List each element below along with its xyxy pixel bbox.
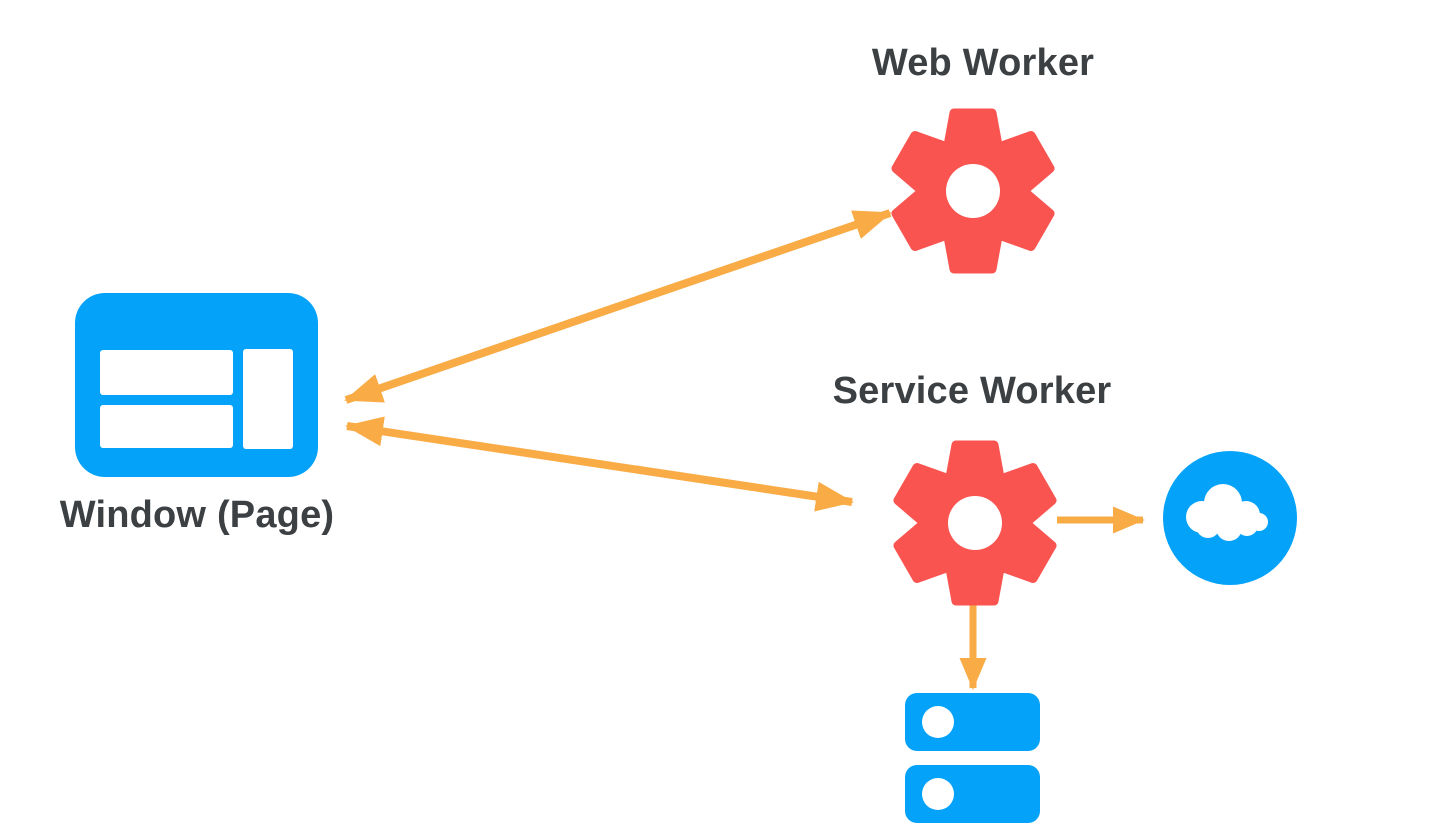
cloud-icon (1163, 451, 1297, 585)
edge-window-service-worker (345, 416, 854, 512)
service-worker-label: Service Worker (832, 370, 1112, 412)
service-worker-gear-icon (894, 445, 1055, 601)
edge-window-web-worker (344, 209, 892, 404)
database-icon (905, 693, 1040, 823)
window-page-label: Window (Page) (59, 494, 335, 536)
web-worker-gear-icon (892, 113, 1053, 269)
browser-window-icon (75, 293, 318, 477)
web-worker-label: Web Worker (871, 42, 1095, 84)
